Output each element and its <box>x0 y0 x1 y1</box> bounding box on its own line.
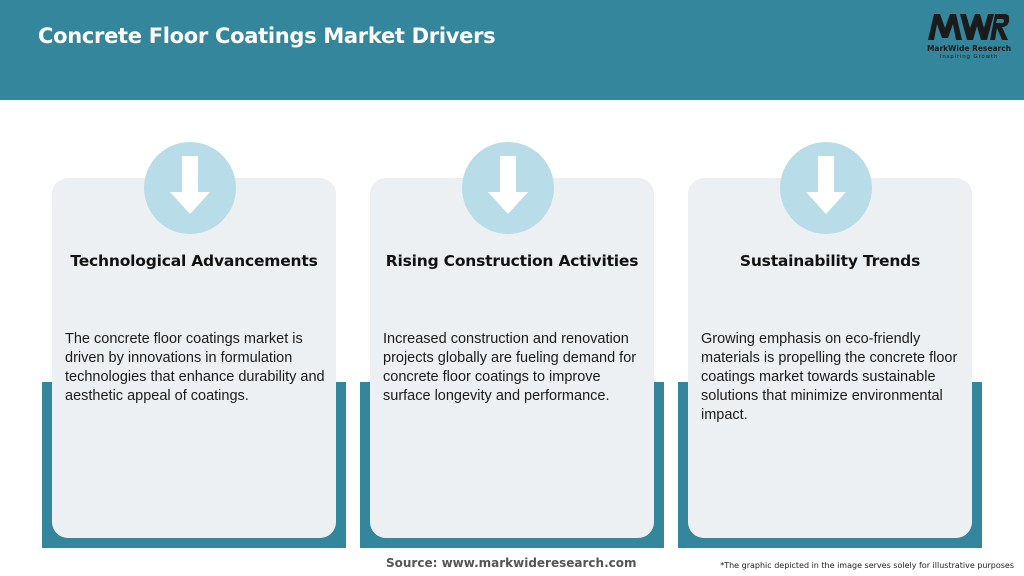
logo-name: MarkWide Research <box>926 44 1012 53</box>
arrow-down-icon <box>144 142 236 234</box>
arrow-down-icon <box>780 142 872 234</box>
logo-tagline: Inspiring Growth <box>939 54 999 60</box>
card-title: Sustainability Trends <box>739 252 921 270</box>
markwide-logo: MarkWide Research Inspiring Growth <box>924 10 1014 60</box>
card-description: Increased construction and renovation pr… <box>383 331 637 404</box>
card-panel <box>688 178 972 538</box>
driver-card-technological: Technological Advancements The concrete … <box>42 138 346 550</box>
card-panel <box>52 178 336 538</box>
driver-card-construction: Rising Construction Activities Increased… <box>360 138 664 550</box>
page-title: Concrete Floor Coatings Market Drivers <box>38 24 496 48</box>
disclaimer-note: *The graphic depicted in the image serve… <box>720 561 1014 570</box>
header-banner: Concrete Floor Coatings Market Drivers <box>0 0 1024 100</box>
card-panel <box>370 178 654 538</box>
card-title: Technological Advancements <box>70 252 318 270</box>
driver-card-sustainability: Sustainability Trends Growing emphasis o… <box>678 138 982 550</box>
source-credit: Source: www.markwideresearch.com <box>386 556 637 570</box>
card-description: The concrete floor coatings market is dr… <box>65 331 325 404</box>
card-title: Rising Construction Activities <box>385 252 639 270</box>
mwr-logo-mark <box>928 14 1010 40</box>
arrow-down-icon <box>462 142 554 234</box>
card-description: Growing emphasis on eco-friendly materia… <box>701 331 958 423</box>
